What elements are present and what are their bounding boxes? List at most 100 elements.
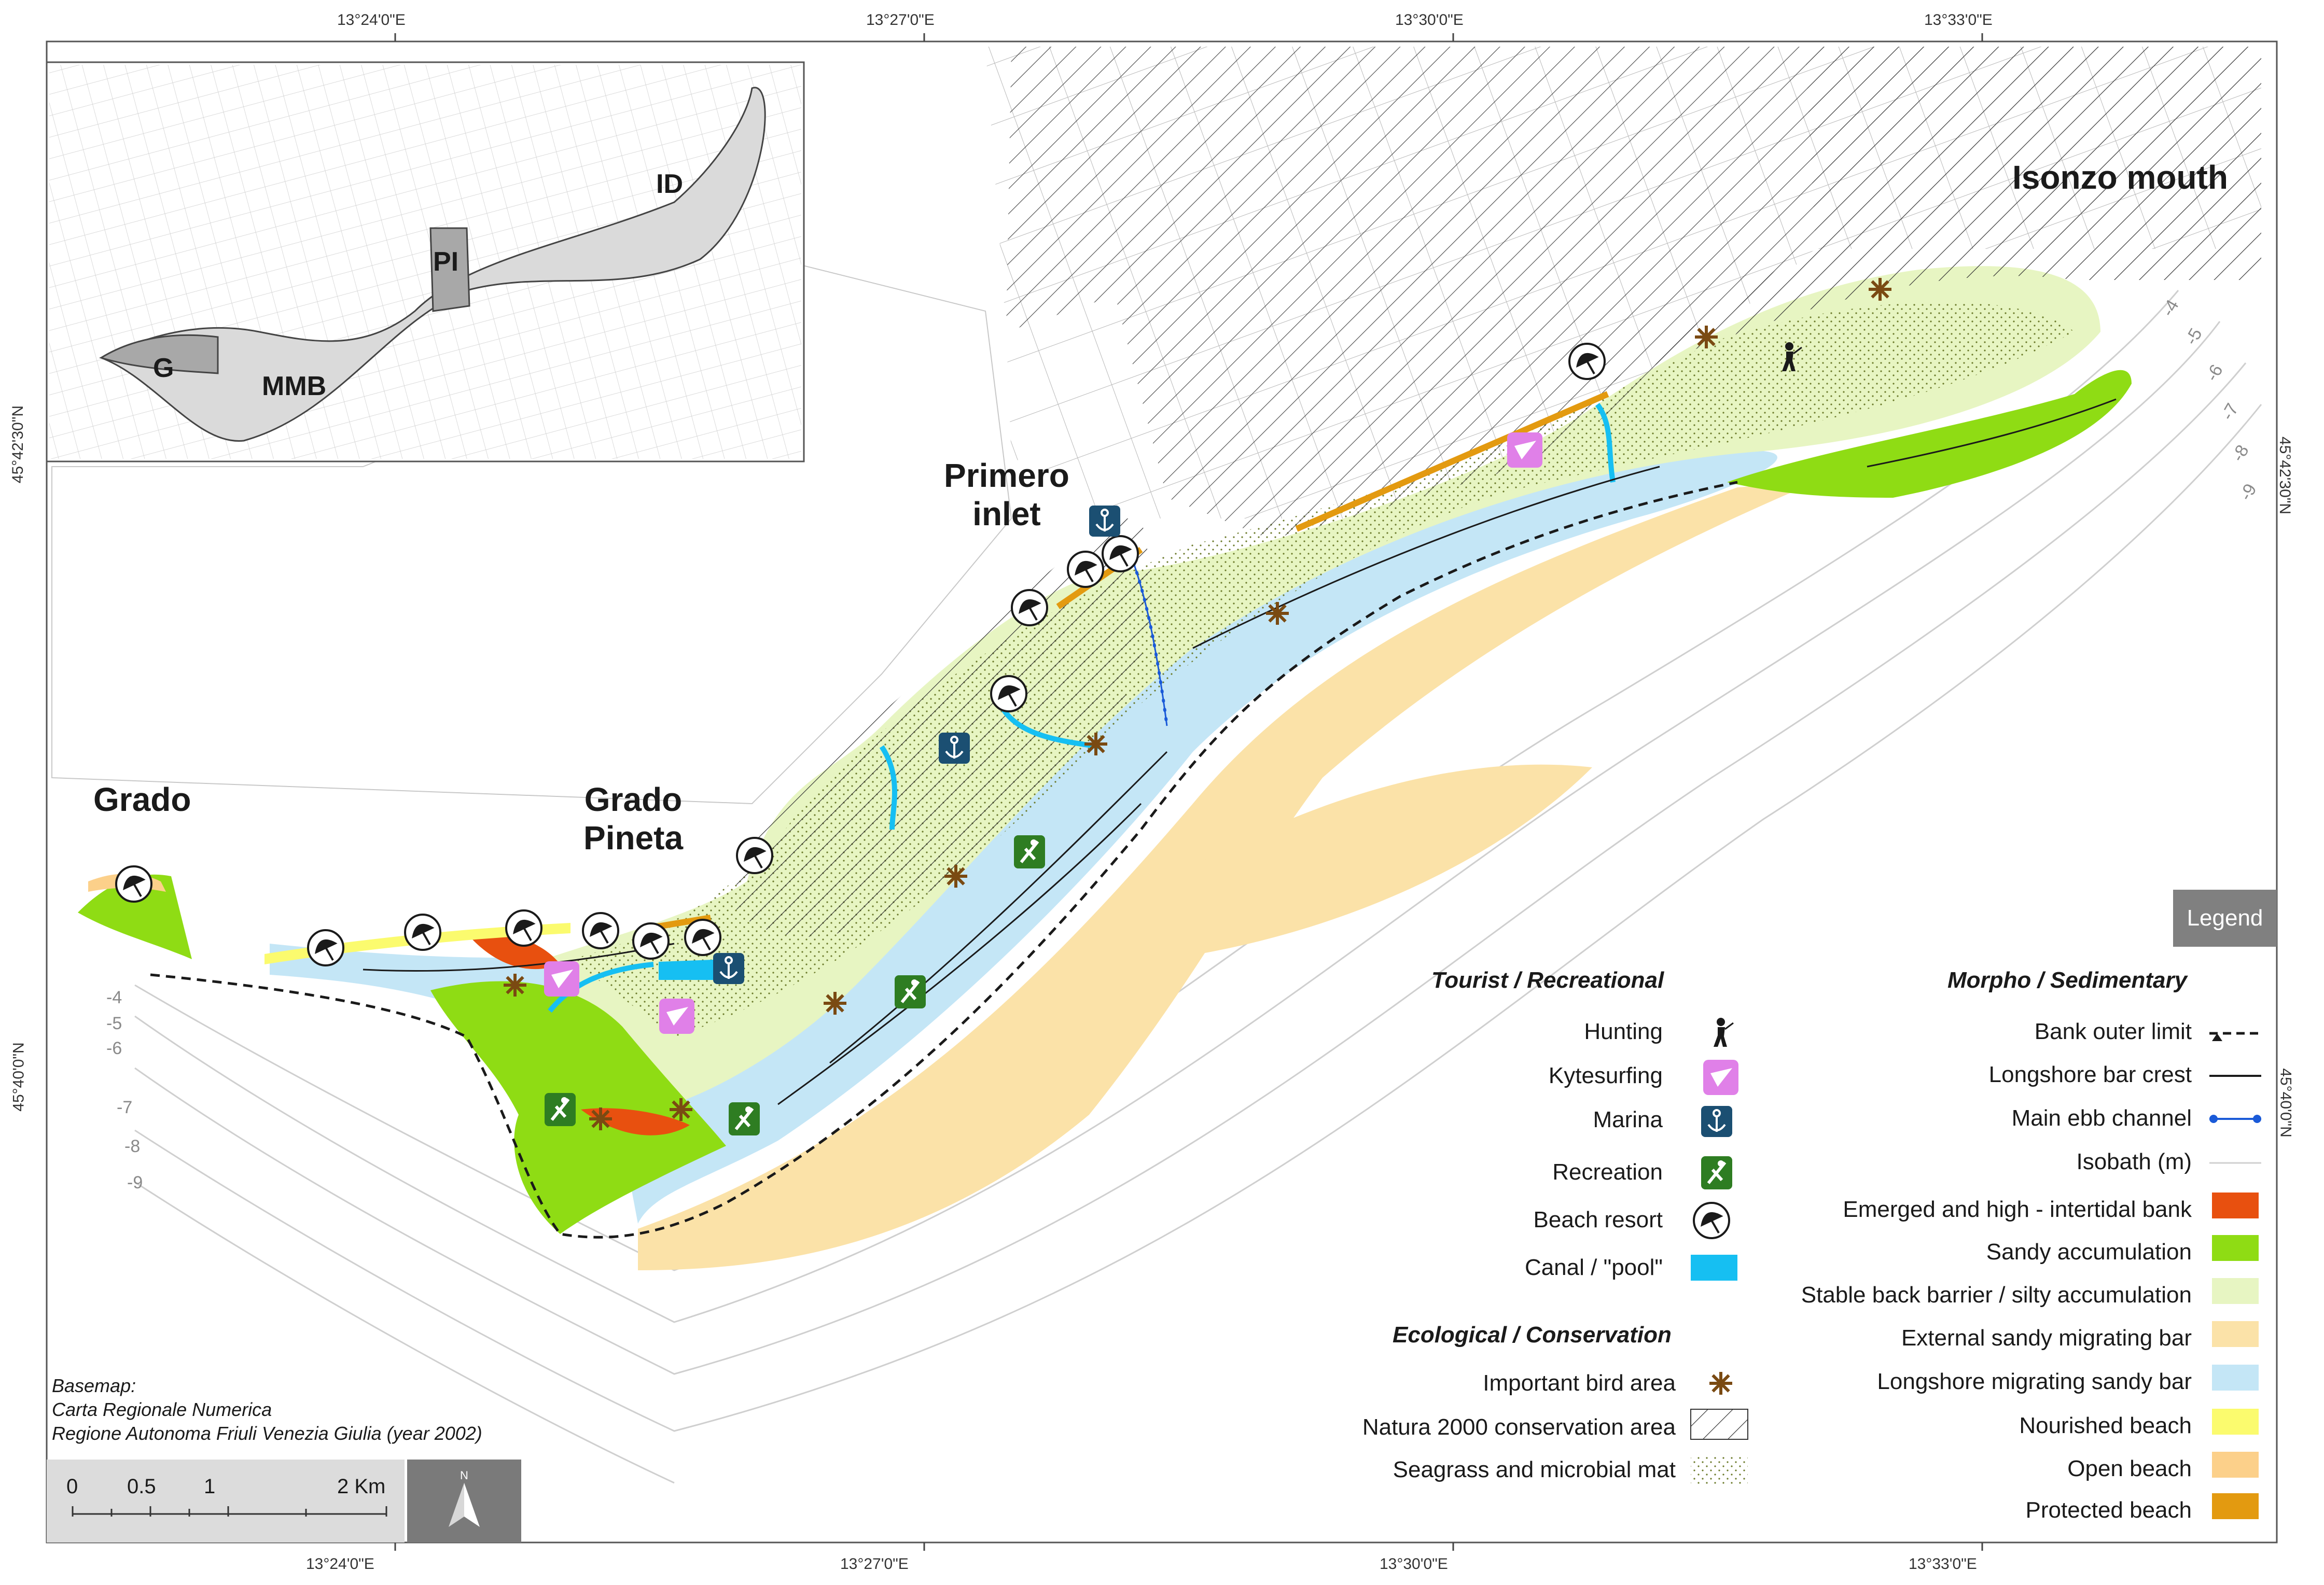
map-umbrella-icon-0 bbox=[115, 865, 152, 903]
legend-sandy-accumulation: Sandy accumulation bbox=[1986, 1239, 2192, 1265]
scale-label-1: 1 bbox=[204, 1475, 216, 1498]
map-bird-icon-5 bbox=[1084, 733, 1107, 755]
legend-open-beach: Open beach bbox=[2067, 1456, 2192, 1481]
map-umbrella-icon-12 bbox=[1568, 343, 1606, 380]
map-bird-icon-1 bbox=[589, 1107, 612, 1130]
legend-beach-resort: Beach resort bbox=[1533, 1207, 1663, 1232]
swatch-protected bbox=[2212, 1493, 2259, 1519]
place-grado: Grado bbox=[93, 781, 191, 818]
coord-top-1: 13°24'0"E bbox=[337, 11, 406, 29]
map-umbrella-icon-10 bbox=[1067, 551, 1104, 588]
legend-recreation: Recreation bbox=[1552, 1159, 1663, 1185]
map-recreation-icon-3 bbox=[1014, 835, 1045, 868]
map-anchor-icon-1 bbox=[939, 733, 970, 764]
map-umbrella-icon-11 bbox=[1102, 535, 1139, 572]
swatch-external bbox=[2212, 1321, 2259, 1347]
inset-area bbox=[99, 87, 766, 442]
legend-longshore-bar: Longshore migrating sandy bar bbox=[1877, 1369, 2192, 1394]
map-recreation-icon-0 bbox=[545, 1093, 576, 1126]
map-bird-icon-4 bbox=[944, 865, 967, 888]
natura2000-inland bbox=[1006, 47, 1815, 539]
map-umbrella-icon-5 bbox=[632, 922, 670, 960]
bank-outer-limit bbox=[150, 481, 1738, 1239]
legend-protected-beach: Protected beach bbox=[2025, 1497, 2192, 1523]
swatch-longshore bbox=[2212, 1365, 2259, 1391]
swatch-emerged bbox=[2212, 1193, 2259, 1218]
swatch-natura2000 bbox=[1690, 1409, 1748, 1440]
map-kite-icon-0 bbox=[544, 961, 579, 997]
swatch-open bbox=[2212, 1452, 2259, 1478]
lagoon-outline bbox=[51, 258, 1012, 805]
map-umbrella-icon-6 bbox=[684, 919, 721, 956]
natura2000-isonzo bbox=[1608, 47, 2261, 384]
legend-header: Legend bbox=[2173, 890, 2277, 947]
map-kite-icon-1 bbox=[659, 999, 694, 1034]
map-bird-icon-3 bbox=[824, 992, 846, 1015]
north-arrow-icon: N bbox=[449, 1469, 480, 1527]
coord-bottom-3: 13°30'0"E bbox=[1380, 1555, 1448, 1573]
legend-isobath: Isobath (m) bbox=[2076, 1149, 2192, 1174]
isobath-left-7: -7 bbox=[117, 1098, 133, 1117]
legend-ebb-channel: Main ebb channel bbox=[2011, 1105, 2192, 1131]
legend-tourist-title: Tourist / Recreational bbox=[1431, 967, 1664, 993]
map-bird-icon-8 bbox=[1869, 278, 1891, 301]
swatch-sandy bbox=[2212, 1235, 2259, 1261]
map-umbrella-icon-3 bbox=[505, 909, 542, 947]
legend-umbrella-icon bbox=[1693, 1202, 1730, 1239]
scale-label-2km: 2 Km bbox=[337, 1475, 386, 1498]
sandy-isonzo bbox=[1727, 370, 2132, 498]
swatch-nourished bbox=[2212, 1409, 2259, 1435]
scale-bar bbox=[47, 1460, 405, 1542]
map-bird-icon-2 bbox=[670, 1098, 692, 1121]
swatch-seagrass bbox=[1691, 1455, 1748, 1485]
legend-recreation-icon bbox=[1701, 1156, 1732, 1189]
isobath-left-8: -8 bbox=[124, 1137, 141, 1156]
map-bird-icon-7 bbox=[1695, 326, 1718, 348]
map-umbrella-icon-2 bbox=[404, 914, 441, 951]
legend-bar-crest: Longshore bar crest bbox=[1988, 1062, 2192, 1087]
map-umbrella-icon-1 bbox=[307, 929, 344, 966]
back-barrier bbox=[545, 266, 2100, 1115]
map-kite-icon-2 bbox=[1507, 432, 1542, 468]
legend-seagrass: Seagrass and microbial mat bbox=[1393, 1457, 1676, 1482]
scale-label-05: 0.5 bbox=[127, 1475, 156, 1498]
place-isonzo-mouth: Isonzo mouth bbox=[2012, 159, 2228, 196]
coord-bottom-2: 13°27'0"E bbox=[840, 1555, 909, 1573]
inset-g bbox=[99, 334, 219, 374]
legend-eco-title: Ecological / Conservation bbox=[1393, 1322, 1672, 1348]
ticks bbox=[394, 33, 1983, 1551]
legend-hunting-icon bbox=[1714, 1018, 1734, 1047]
coord-top-2: 13°27'0"E bbox=[866, 11, 935, 29]
legend-morpho-title: Morpho / Sedimentary bbox=[1947, 967, 2188, 993]
coord-top-3: 13°30'0"E bbox=[1395, 11, 1464, 29]
map-umbrella-icon-9 bbox=[1011, 589, 1048, 626]
map-bird-icon-6 bbox=[1266, 602, 1289, 625]
natura2000-primero bbox=[736, 518, 1151, 937]
isobath-lines bbox=[134, 290, 2262, 1484]
bar-crest-lines bbox=[363, 398, 2117, 1105]
isobath-left-6: -6 bbox=[106, 1039, 122, 1058]
swatch-backbarrier bbox=[2212, 1278, 2259, 1304]
map-anchor-icon-0 bbox=[1089, 506, 1120, 537]
inset-label-id: ID bbox=[656, 169, 683, 199]
legend-bird-area: Important bird area bbox=[1483, 1370, 1676, 1396]
inset-label-mmb: MMB bbox=[262, 371, 327, 401]
inset-pi bbox=[429, 227, 470, 312]
map-recreation-icon-1 bbox=[729, 1102, 760, 1135]
legend-back-barrier: Stable back barrier / silty accumulation bbox=[1801, 1282, 2192, 1308]
map-recreation-icon-2 bbox=[895, 975, 926, 1008]
swatch-canal bbox=[1691, 1255, 1737, 1281]
sandy-grado bbox=[78, 874, 192, 959]
legend-bird-icon bbox=[1709, 1372, 1732, 1395]
map-hunting-icon bbox=[1782, 342, 1802, 371]
legend-anchor-icon bbox=[1701, 1106, 1732, 1137]
map-umbrella-icon-8 bbox=[990, 675, 1027, 712]
north-arrow: N bbox=[407, 1460, 521, 1542]
legend-bank-outer-limit: Bank outer limit bbox=[2034, 1019, 2192, 1044]
emerged-bank-2 bbox=[581, 1108, 690, 1135]
isobath-left-4: -4 bbox=[106, 988, 122, 1007]
